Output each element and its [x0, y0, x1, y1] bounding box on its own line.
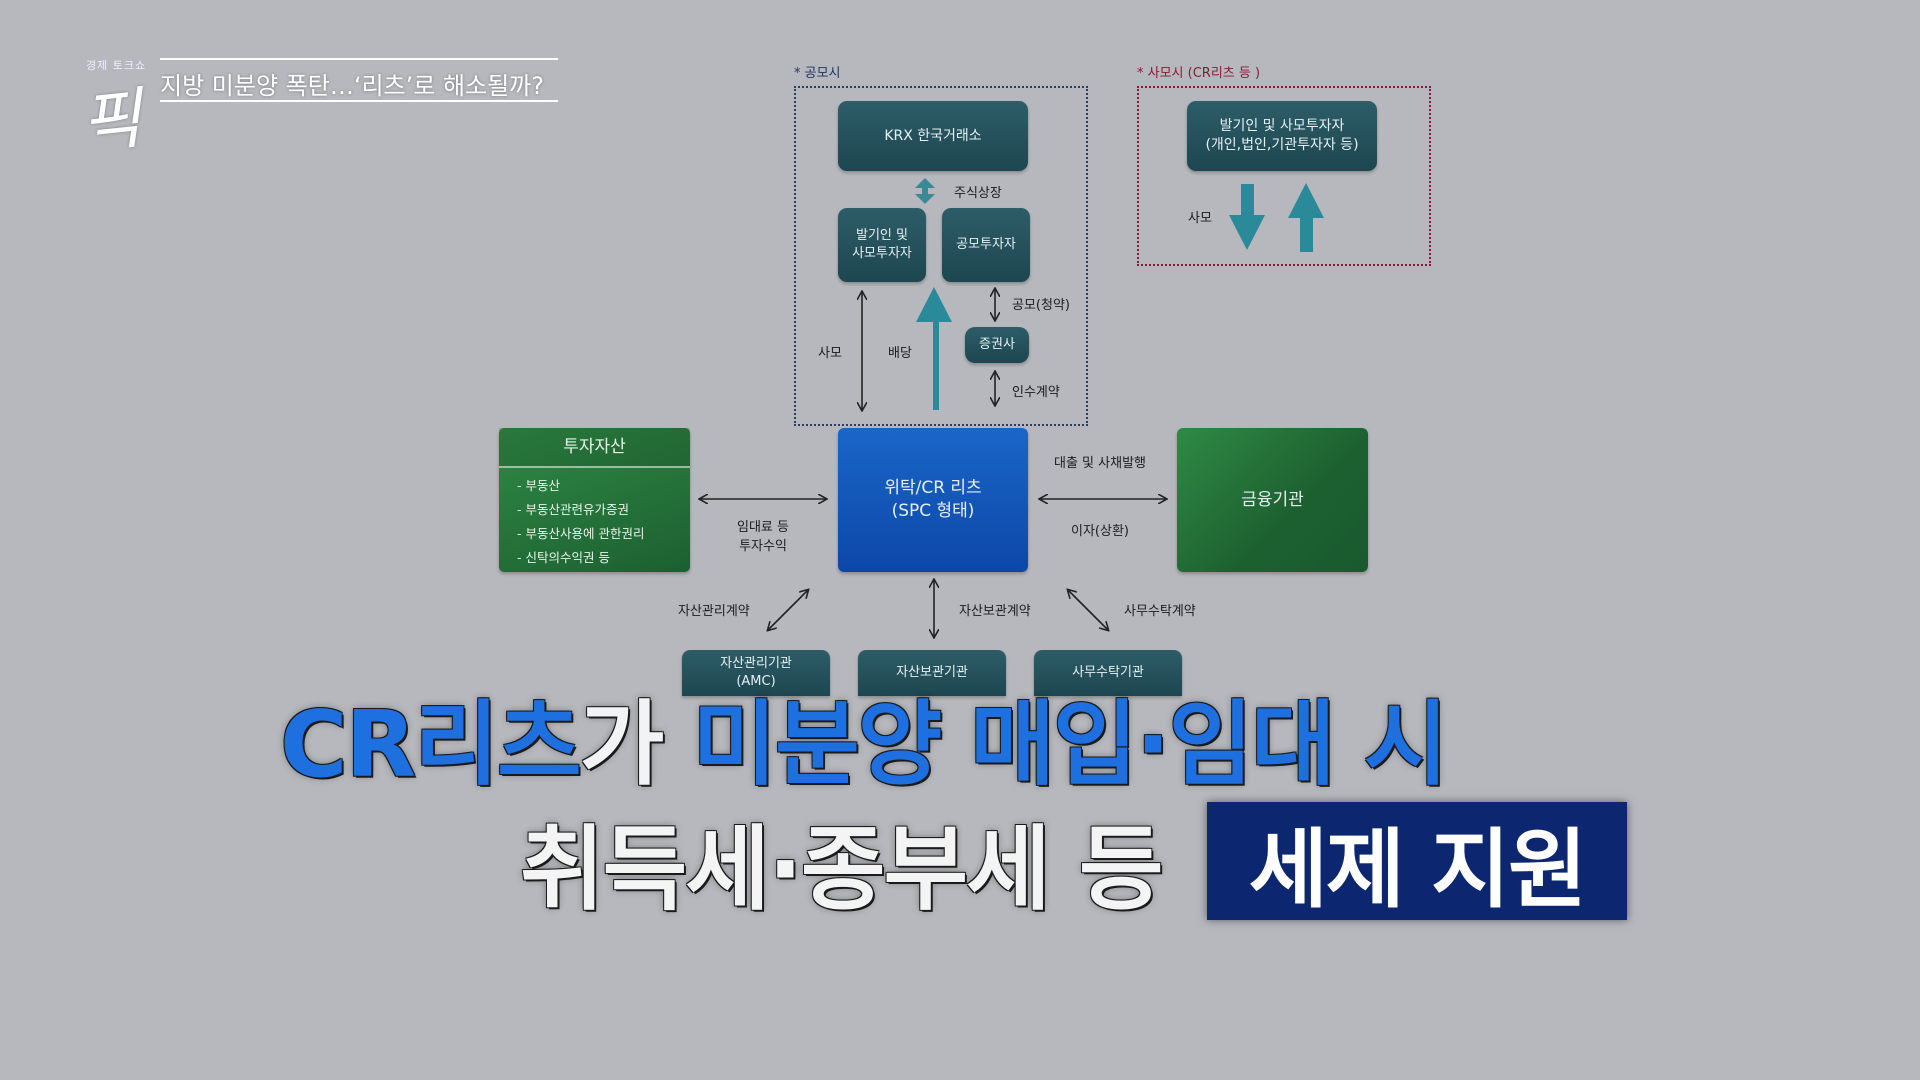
headline-rule-top	[160, 58, 558, 60]
headline: 지방 미분양 폭탄…‘리츠’로 해소될까?	[160, 72, 545, 100]
headline-rule-bottom	[160, 100, 558, 102]
caption-particle: 가	[579, 691, 693, 798]
investment-assets-box: 투자자산 - 부동산 - 부동산관련유가증권 - 부동산사용에 관한권리 - 신…	[499, 428, 690, 572]
rent-income-label: 임대료 등 투자수익	[737, 520, 789, 554]
dividend-label: 배당	[888, 346, 912, 361]
public-investor-box: 공모투자자	[942, 208, 1030, 282]
promoter-private-investor-box: 발기인 및 사모투자자	[838, 208, 926, 282]
public-frame-label: * 공모시	[794, 66, 841, 81]
investment-assets-list: - 부동산 - 부동산관련유가증권 - 부동산사용에 관한권리 - 신탁의수익권…	[499, 474, 690, 570]
private-offering-frame	[1137, 86, 1431, 266]
interest-label: 이자(상환)	[1071, 524, 1129, 539]
caption-line-2: 취득세·종부세 등	[520, 816, 1163, 923]
caption-highlight-cr-reit: CR리츠	[280, 691, 582, 798]
amc-contract-label: 자산관리계약	[678, 604, 750, 619]
private-frame-label: * 사모시 (CR리츠 등 )	[1137, 66, 1261, 81]
dividend-arrow	[916, 287, 952, 410]
private-label-left: 사모	[818, 346, 842, 361]
admin-contract-label: 사무수탁계약	[1124, 604, 1196, 619]
private-label-right: 사모	[1188, 211, 1212, 226]
caption-tax-support-box: 세제 지원	[1207, 802, 1627, 920]
public-offering-label: 공모(청약)	[1012, 298, 1070, 313]
private-up-arrow	[1288, 183, 1324, 252]
public-offering-frame	[794, 86, 1088, 426]
asset-item: - 부동산관련유가증권	[517, 502, 629, 517]
private-investors-box: 발기인 및 사모투자자 (개인,법인,기관투자자 등)	[1187, 101, 1377, 171]
krx-box: KRX 한국거래소	[838, 101, 1028, 171]
asset-item: - 신탁의수익권 등	[517, 550, 610, 565]
private-down-arrow	[1229, 184, 1265, 250]
caption-tax-support: 세제 지원	[1248, 819, 1587, 920]
underwriting-label: 인수계약	[1012, 385, 1060, 400]
asset-item: - 부동산사용에 관한권리	[517, 526, 645, 541]
amc-contract-arrow	[768, 590, 808, 630]
custody-contract-label: 자산보관계약	[959, 604, 1031, 619]
asset-item: - 부동산	[517, 478, 560, 493]
financial-institution-box: 금융기관	[1177, 428, 1368, 572]
caption-line-1: CR리츠가 미분양 매입·임대 시	[280, 670, 1448, 803]
reit-box: 위탁/CR 리츠 (SPC 형태)	[838, 428, 1028, 572]
securities-firm-box: 증권사	[965, 327, 1029, 363]
custodian-box: 자산보관기관	[858, 650, 1006, 696]
amc-box: 자산관리기관 (AMC)	[682, 650, 830, 696]
listing-label: 주식상장	[954, 186, 1002, 201]
admin-agent-box: 사무수탁기관	[1034, 650, 1182, 696]
loan-bond-label: 대출 및 사채발행	[1054, 456, 1146, 471]
investment-assets-title: 투자자산	[499, 428, 690, 468]
listing-arrow	[915, 178, 935, 204]
caption-highlight-purchase: 미분양 매입·임대 시	[692, 691, 1448, 798]
channel-logo-small: 경제 토크쇼	[86, 59, 147, 72]
admin-contract-arrow	[1068, 590, 1108, 630]
